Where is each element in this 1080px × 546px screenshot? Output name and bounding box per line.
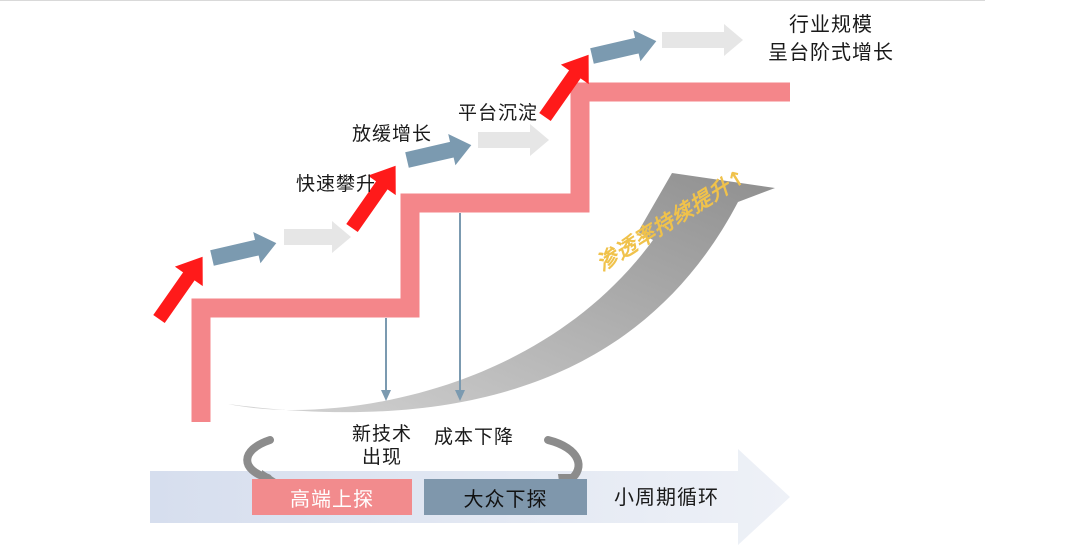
industry-scale-line1: 行业规模	[789, 12, 873, 36]
top-divider	[0, 0, 985, 1]
industry-scale-staircase	[191, 82, 790, 422]
mass-market-box: 大众下探	[424, 479, 587, 515]
high-end-box: 高端上探	[252, 479, 412, 515]
cost-down-label: 成本下降	[434, 426, 515, 448]
slow-growth-arrow-3	[590, 30, 657, 64]
platform-arrow-1	[284, 221, 351, 253]
new-tech-line1: 新技术	[351, 423, 412, 445]
slow-growth-label: 放缓增长	[352, 123, 433, 145]
penetration-trend-arrow	[228, 173, 775, 413]
platform-arrow-3	[662, 24, 743, 56]
slow-growth-arrow-1	[210, 232, 277, 266]
small-cycle-label: 小周期循环	[614, 485, 719, 509]
new-tech-drop-arrow	[381, 318, 391, 401]
rapid-rise-arrow-2	[346, 165, 396, 233]
rapid-rise-label: 快速攀升	[296, 173, 377, 195]
new-tech-line2: 出现	[361, 446, 402, 468]
new-tech-label: 新技术 出现	[349, 423, 415, 469]
platform-arrow-2	[478, 124, 549, 156]
rapid-rise-arrow-3	[539, 54, 589, 122]
rapid-rise-arrow-1	[153, 256, 203, 324]
platform-label: 平台沉淀	[458, 102, 539, 124]
industry-scale-line2: 呈台阶式增长	[768, 40, 894, 64]
industry-scale-label: 行业规模 呈台阶式增长	[762, 10, 900, 66]
slow-growth-arrow-2	[405, 134, 472, 168]
cost-drop-arrow	[455, 213, 465, 401]
